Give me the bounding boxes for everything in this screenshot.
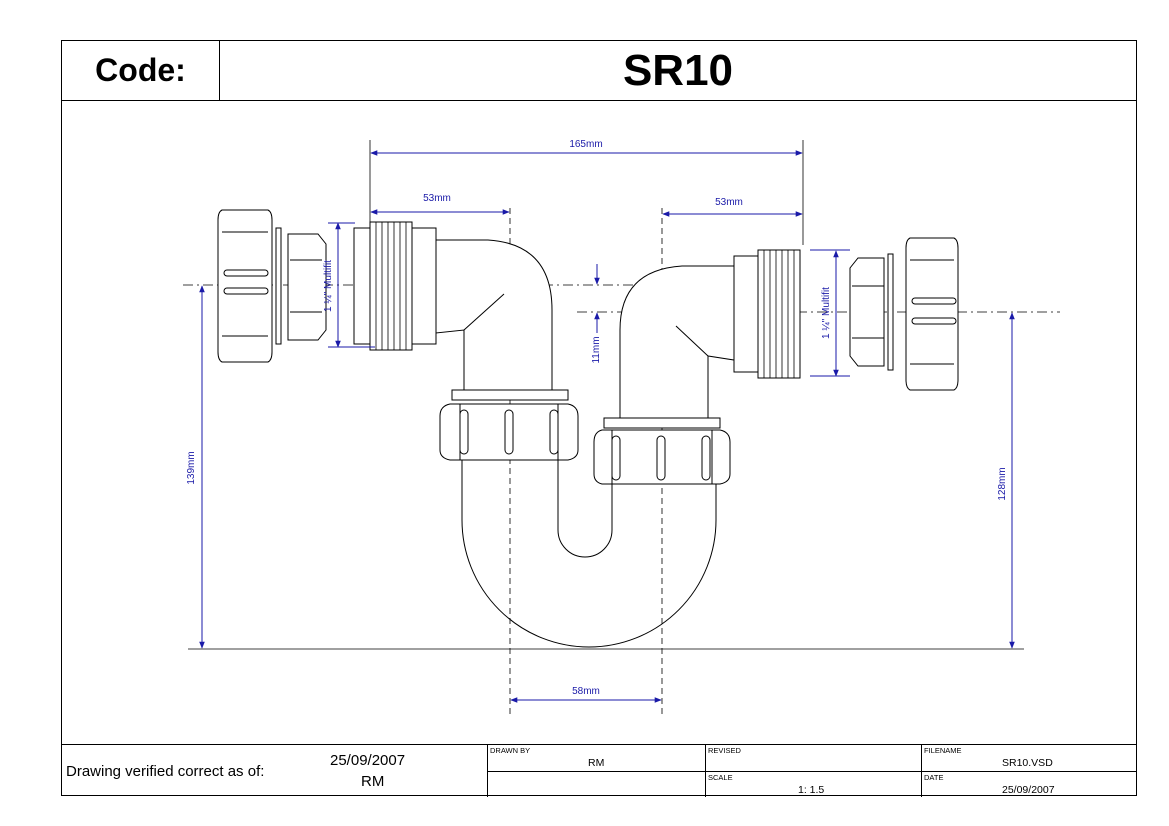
dim-right-outlet: 53mm (715, 197, 743, 208)
right-compression-nut (849, 237, 959, 391)
dimension-lines (199, 150, 1015, 703)
revised-cell: REVISED (705, 745, 921, 771)
scale-value: 1: 1.5 (798, 784, 825, 796)
revised-label: REVISED (708, 746, 741, 755)
title-block-header: Code: SR10 (62, 41, 1136, 101)
dim-right-thread: 1 ¼" Multifit (820, 287, 832, 339)
left-inlet-body (353, 221, 437, 351)
dim-left-height: 139mm (186, 451, 197, 484)
trap-bowl (461, 456, 717, 648)
code-label: Code: (62, 41, 220, 100)
dim-offset: 11mm (591, 336, 602, 363)
dim-left-thread: 1 ¼" Multifit (322, 260, 334, 312)
scale-cell: SCALE 1: 1.5 (705, 771, 921, 797)
verified-label: Drawing verified correct as of: (66, 763, 265, 780)
left-union-nut (439, 403, 579, 461)
drawn-by-label: DRAWN BY (490, 746, 531, 755)
verified-by: RM (361, 773, 385, 790)
product-code: SR10 (622, 45, 734, 95)
dimension-labels: 165mm 53mm 53mm 58mm 1 ¼" Multifit 1 ¼" … (186, 139, 1008, 697)
verified-date: 25/09/2007 (330, 752, 406, 769)
drawing-sheet: Code: SR10 Drawing verified correct as o… (61, 40, 1137, 797)
drawn-by-value: RM (588, 757, 605, 769)
scale-label: SCALE (708, 773, 733, 782)
dim-left-inlet: 53mm (423, 193, 451, 204)
date-cell: DATE 25/09/2007 (921, 771, 1137, 797)
filename-value: SR10.VSD (1002, 757, 1053, 769)
date-value: 25/09/2007 (1002, 784, 1055, 796)
filename-cell: FILENAME SR10.VSD (921, 745, 1137, 771)
filename-label: FILENAME (924, 746, 962, 755)
verification-cell: Drawing verified correct as of: 25/09/20… (62, 745, 487, 797)
right-elbow (603, 265, 735, 429)
date-label: DATE (924, 773, 944, 782)
dim-overall-width: 165mm (569, 139, 602, 150)
right-union-nut (593, 429, 731, 485)
left-compression-nut (217, 209, 327, 363)
left-elbow (435, 239, 569, 401)
dim-right-height: 128mm (997, 467, 1008, 500)
right-outlet-body (733, 249, 801, 379)
empty-cell (487, 771, 705, 797)
dim-trap-width: 58mm (572, 686, 600, 697)
drawn-by-cell: DRAWN BY RM (487, 745, 705, 771)
title-block-footer: Drawing verified correct as of: 25/09/20… (62, 744, 1137, 797)
